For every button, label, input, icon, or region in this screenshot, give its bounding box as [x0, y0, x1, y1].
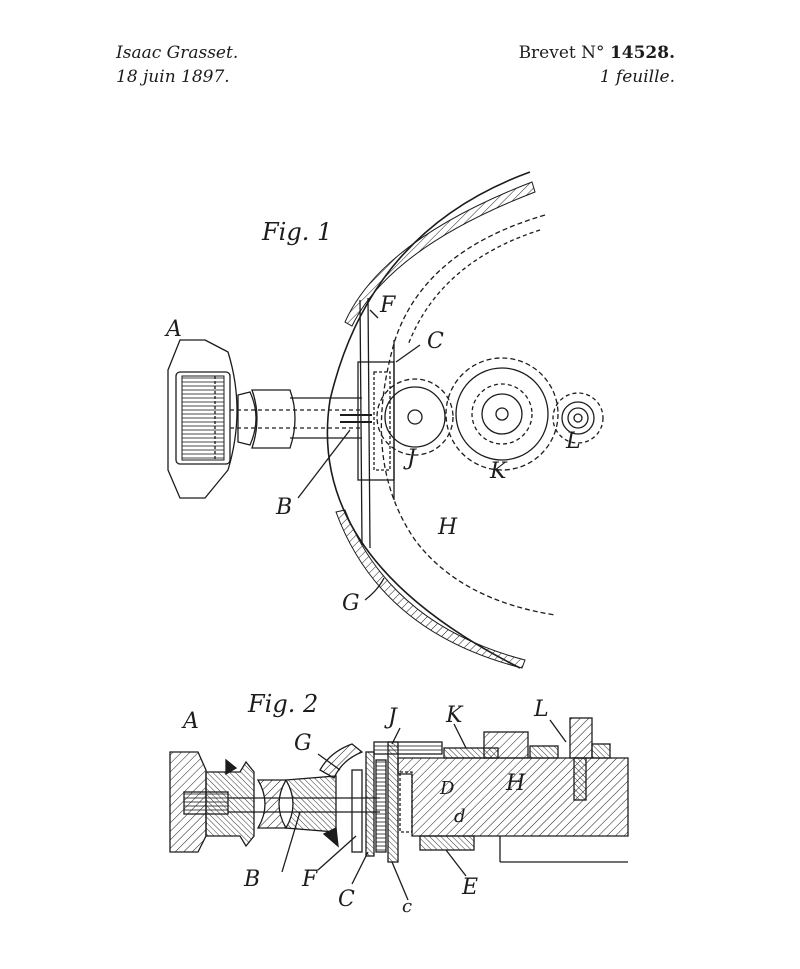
fig2-label-l: L [533, 697, 549, 722]
brevet-line: Brevet N° 14528. [519, 41, 675, 65]
fig1-label-a: A [164, 317, 182, 342]
brevet-label: Brevet N° [518, 43, 605, 63]
fig1-label-k: K [489, 459, 508, 484]
fig2-label-c-upper: C [338, 887, 355, 912]
fig2-label-j: J [384, 705, 398, 730]
fig2-labels: A G J K L H D d B F C c E [181, 697, 549, 917]
fig1-label-j: J [403, 446, 417, 471]
fig1-caption: Fig. 1 [261, 218, 332, 246]
fig1-label-g: G [342, 591, 360, 616]
fig2-label-d-upper: D [439, 778, 455, 799]
header-left: Isaac Grasset. 18 juin 1897. [116, 41, 238, 89]
fig2-label-f: F [301, 867, 318, 892]
fig2-label-h: H [505, 771, 526, 796]
fig1-label-c: C [427, 329, 444, 354]
fig1-label-l: L [565, 429, 581, 454]
fig2-label-d-lower: d [454, 806, 466, 827]
fig1-label-h: H [437, 515, 458, 540]
header-right: Brevet N° 14528. 1 feuille. [519, 41, 675, 89]
brevet-number: 14528. [609, 43, 675, 63]
fig2-caption: Fig. 2 [247, 690, 318, 718]
figure-2: Fig. 2 [169, 690, 629, 901]
inventor-name: Isaac Grasset. [116, 43, 239, 63]
fig1-labels: A B C F G H J K L [164, 293, 581, 616]
fig2-label-c-lower: c [402, 896, 412, 917]
patent-date: 18 juin 1897. [116, 67, 230, 87]
fig2-label-a: A [181, 709, 199, 734]
fig2-label-b: B [243, 867, 260, 892]
fig2-label-e: E [461, 875, 478, 900]
fig1-label-b: B [275, 495, 292, 520]
sheet-count: 1 feuille. [599, 67, 675, 87]
fig2-label-k: K [445, 703, 464, 728]
fig2-label-g: G [294, 731, 312, 756]
figure-1: Fig. 1 [167, 171, 604, 669]
fig1-label-f: F [379, 293, 396, 318]
